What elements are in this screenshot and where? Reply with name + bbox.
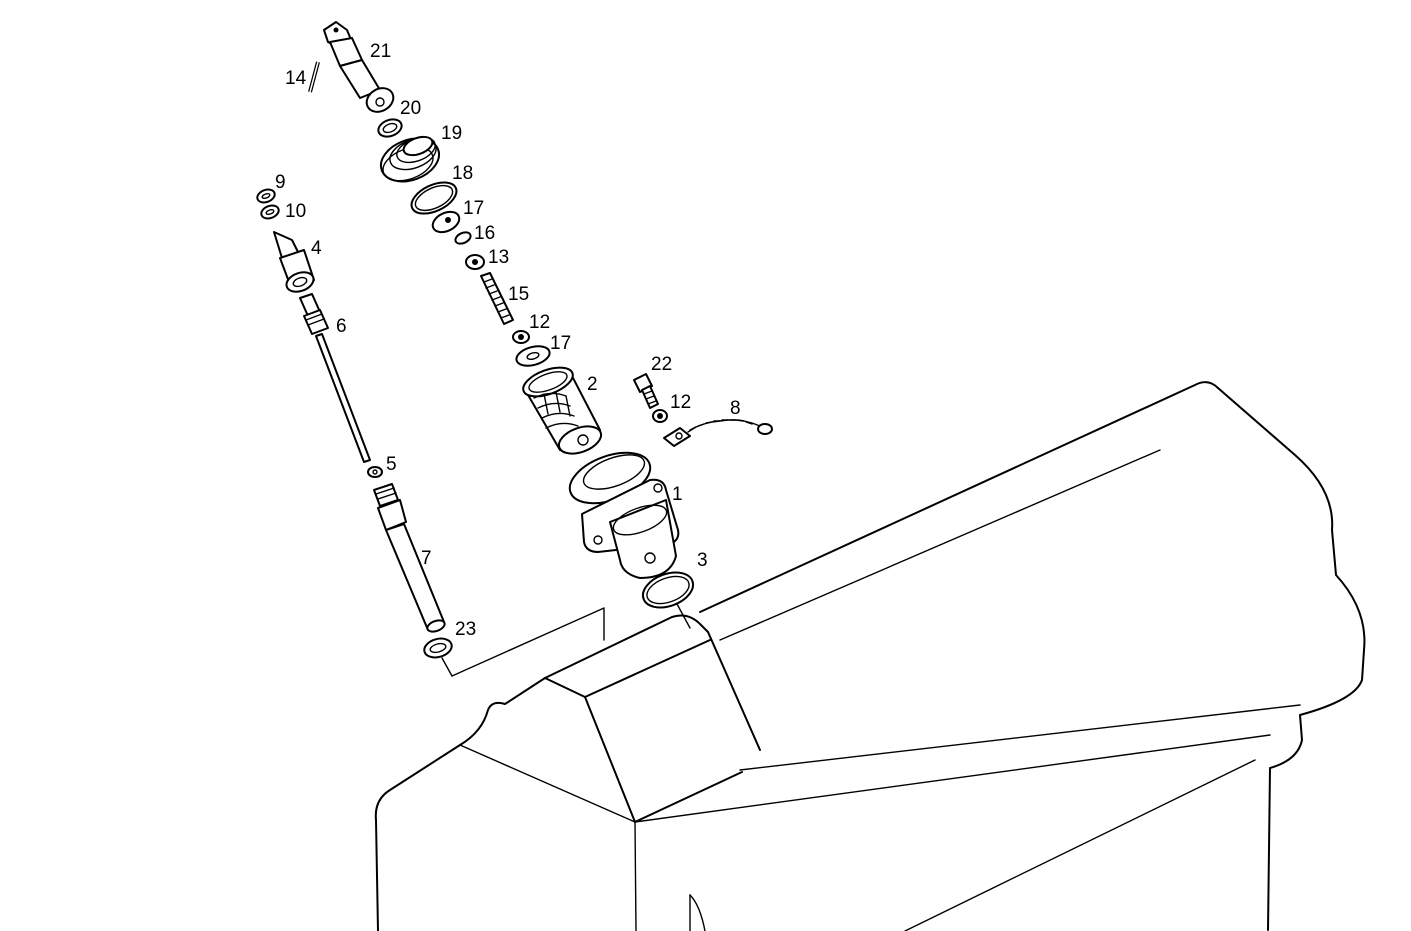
callout-22: 22	[651, 354, 672, 375]
part-23-ring	[423, 637, 453, 659]
part-19-cap	[379, 135, 441, 183]
callout-labels: 1 2 3 4 5 6 7 8 9 10 12 12 13 14 15 16 1…	[275, 41, 741, 640]
callout-18: 18	[452, 163, 473, 184]
callout-10: 10	[285, 201, 306, 222]
part-15-stud	[480, 272, 514, 325]
part-7-tube	[373, 483, 446, 633]
callout-8: 8	[730, 398, 741, 419]
callout-5: 5	[386, 454, 397, 475]
part-18-oring	[410, 181, 458, 215]
part-20-ring	[377, 118, 403, 138]
callout-21: 21	[370, 41, 391, 62]
part-6-rod	[299, 293, 371, 463]
callout-3: 3	[697, 550, 708, 571]
callout-13: 13	[488, 247, 509, 268]
part-17-washer-upper	[431, 210, 461, 234]
callout-2: 2	[587, 374, 598, 395]
part-22-screw	[633, 373, 659, 409]
callout-4: 4	[311, 238, 322, 259]
part-13-nut	[465, 254, 485, 270]
part-1-housing	[568, 451, 680, 579]
part-8-chain	[663, 419, 773, 447]
part-5-ring	[367, 466, 383, 478]
callout-12-upper: 12	[529, 312, 550, 333]
part-21-shaft	[323, 21, 395, 113]
leader-lines	[441, 603, 691, 677]
callout-6: 6	[336, 316, 347, 337]
part-10-ring	[260, 204, 280, 220]
part-17-washer-lower	[515, 345, 551, 367]
callout-20: 20	[400, 98, 421, 119]
part-4-cap	[273, 231, 315, 293]
callout-17-lower: 17	[550, 333, 571, 354]
part-9-ring	[256, 188, 276, 204]
part-12-nut-lower	[652, 409, 668, 423]
callout-17-upper: 17	[463, 198, 484, 219]
part-3-oring	[641, 571, 695, 609]
callout-16: 16	[474, 223, 495, 244]
callout-7: 7	[421, 548, 432, 569]
part-2-filter	[522, 366, 603, 455]
tank-housing	[374, 381, 1366, 931]
part-14-pin	[308, 61, 320, 93]
callout-12-lower: 12	[670, 392, 691, 413]
callout-23: 23	[455, 619, 476, 640]
callout-19: 19	[441, 123, 462, 144]
part-16-clip	[454, 231, 472, 245]
callout-15: 15	[508, 284, 529, 305]
part-12-nut-upper	[512, 330, 530, 344]
callout-14: 14	[285, 68, 307, 89]
callout-1: 1	[672, 484, 683, 505]
callout-9: 9	[275, 172, 286, 193]
